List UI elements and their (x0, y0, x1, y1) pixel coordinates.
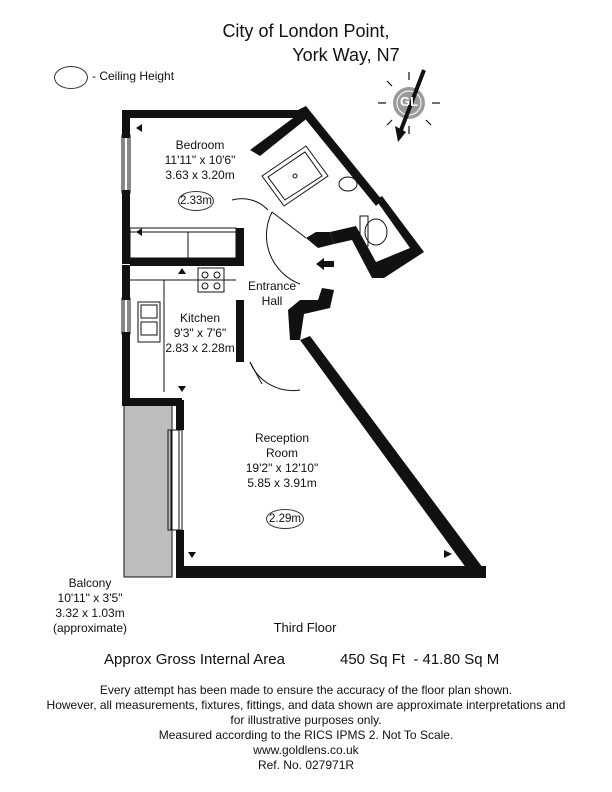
bathroom-fixtures (338, 176, 388, 247)
entrance-hall-name-line1: Entrance (247, 279, 297, 293)
ceiling-height-legend-label: - Ceiling Height (92, 69, 175, 83)
kitchen-dim-imperial: 9'3" x 7'6" (173, 326, 227, 340)
plan-title-line2: York Way, N7 (292, 45, 400, 65)
bedroom-dim-metric: 3.63 x 3.20m (165, 168, 235, 182)
kitchen-dim-metric: 2.83 x 2.28m (165, 341, 235, 355)
floor-label: Third Floor (273, 620, 337, 635)
balcony-dim-metric: 3.32 x 1.03m (55, 606, 125, 620)
reception-name-line1: Reception (254, 431, 310, 445)
internal-walls (130, 228, 244, 362)
shower-tray (261, 145, 329, 207)
bedroom-dim-imperial: 11'11" x 10'6" (164, 153, 236, 167)
kitchen-window (121, 297, 131, 335)
website-link[interactable]: www.goldlens.co.uk (253, 743, 359, 757)
entrance-arrow-icon (316, 258, 334, 270)
bedroom-ceiling-height: 2.33m (178, 191, 214, 211)
area-value: 450 Sq Ft - 41.80 Sq M (340, 651, 500, 668)
entrance-hall-name-line2: Hall (261, 294, 283, 308)
balcony-door (167, 429, 183, 531)
reception-name-line2: Room (265, 446, 298, 460)
bedroom-window (121, 134, 131, 194)
outer-walls (122, 106, 486, 578)
area-label: Approx Gross Internal Area (104, 651, 285, 668)
dimension-markers (136, 124, 452, 558)
compass-icon (378, 69, 440, 142)
reception-dim-metric: 5.85 x 3.91m (247, 476, 317, 490)
kitchen-name: Kitchen (179, 311, 221, 325)
reception-ceiling-height: 2.29m (266, 509, 304, 529)
disclaimer-line2: However, all measurements, fixtures, fit… (46, 698, 566, 712)
disclaimer-line3: for illustrative purposes only. (230, 713, 382, 727)
disclaimer-line4: Measured according to the RICS IPMS 2. N… (158, 728, 454, 742)
disclaimer-line1: Every attempt has been made to ensure th… (99, 683, 513, 697)
balcony-area (123, 404, 173, 578)
plan-title-line1: City of London Point, (222, 21, 390, 41)
reception-dim-imperial: 19'2" x 12'10" (245, 461, 319, 475)
balcony-name: Balcony (68, 576, 112, 590)
kitchen-fittings (130, 267, 236, 392)
ceiling-height-legend-oval-icon (54, 66, 88, 89)
balcony-note: (approximate) (52, 621, 128, 635)
balcony-dim-imperial: 10'11" x 3'5" (57, 591, 123, 605)
compass-label: GL (399, 94, 419, 109)
bedroom-name: Bedroom (175, 138, 225, 152)
wardrobe-units (129, 227, 237, 259)
reference-number: Ref. No. 027971R (257, 758, 355, 772)
door-swings (231, 198, 307, 392)
